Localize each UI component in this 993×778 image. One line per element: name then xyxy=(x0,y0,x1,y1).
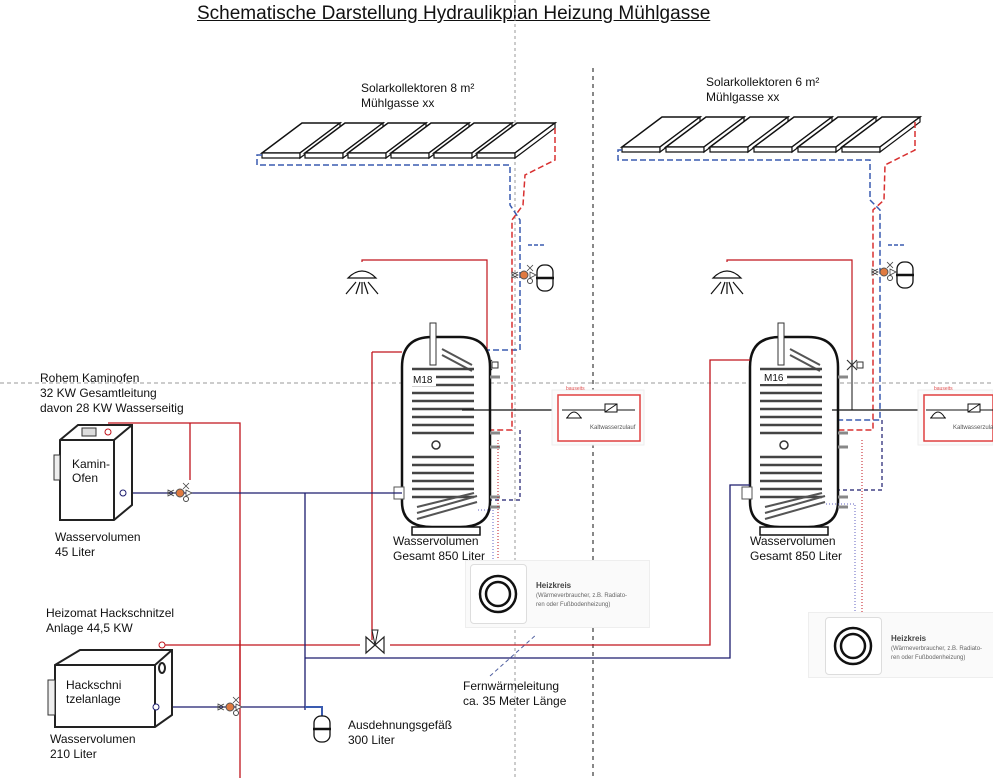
shower-icon xyxy=(345,270,379,295)
buffer-tank-2 xyxy=(740,321,850,537)
three-way-valve-icon xyxy=(365,629,385,655)
tank-2-id: M16 xyxy=(760,373,788,384)
kaminofen-icon xyxy=(53,424,133,521)
tank-1-id: M18 xyxy=(409,375,437,386)
solar-collector-array-1 xyxy=(261,122,556,159)
heizkreis-box-2: Heizkreis (Wärmeverbraucher, z.B. Radiat… xyxy=(808,612,993,678)
cold-water-fittings-icon xyxy=(562,403,635,419)
mixing-valve-icon xyxy=(846,359,864,371)
kaminofen-label: Kamin-Ofen xyxy=(72,457,111,485)
solar-pump-group-1 xyxy=(511,263,556,293)
cold-water-fittings-icon xyxy=(926,403,993,419)
bauseits-tag: bauseits xyxy=(566,386,585,392)
solar-collector-array-2 xyxy=(621,116,921,153)
shower-icon xyxy=(710,270,744,295)
solar-pump-group-2 xyxy=(871,260,916,290)
radiator-circle-icon xyxy=(470,564,527,624)
kaltwasser-label: Kaltwasserzulauf xyxy=(953,425,993,431)
expansion-vessel-icon xyxy=(311,714,333,744)
hackschnitzel-boiler-icon xyxy=(47,641,173,728)
heizkreis-box-1: Heizkreis (Wärmeverbraucher, z.B. Radiat… xyxy=(465,560,650,628)
buffer-tank-1 xyxy=(392,321,502,537)
radiator-circle-icon xyxy=(825,617,882,675)
kaltwasser-label: Kaltwasserzulauf xyxy=(590,425,636,431)
page-title: Schematische Darstellung Hydraulikplan H… xyxy=(197,3,711,24)
bauseits-tag: bauseits xyxy=(934,386,953,392)
pump-group-hackschnitzel xyxy=(217,696,243,716)
pump-group-kaminofen xyxy=(167,482,193,502)
